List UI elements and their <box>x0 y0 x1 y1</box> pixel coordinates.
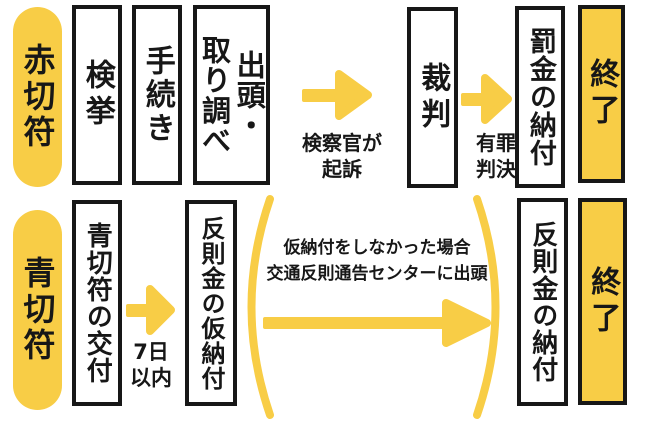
step-trial-label: 裁判 <box>415 61 451 134</box>
step-procedure-label: 手続き <box>139 44 175 146</box>
prosecution-caption: 検察官が 起訴 <box>302 131 382 182</box>
step-fine-payment-label: 罰金の納付 <box>524 26 556 168</box>
step-penalty-payment-box: 反則金の納付 <box>517 198 568 406</box>
step-fine-payment-box: 罰金の納付 <box>515 6 565 188</box>
red-ticket-label-pill: 赤切符 <box>13 7 62 187</box>
step-procedure-box: 手続き <box>132 5 182 185</box>
blue-end-label: 終了 <box>585 265 621 338</box>
red-end-box: 終了 <box>578 5 625 183</box>
bracket-right-icon <box>473 195 500 419</box>
step-arrest-box: 検挙 <box>72 5 122 185</box>
step-trial-box: 裁判 <box>407 7 458 188</box>
bracket-left-icon <box>247 195 274 419</box>
blue-ticket-label-pill: 青切符 <box>13 210 62 410</box>
seven-days-arrow-icon <box>126 285 175 335</box>
guilty-verdict-caption: 有罪 判決 <box>476 131 516 182</box>
seven-days-caption: 7日 以内 <box>130 340 172 390</box>
prosecution-arrow-icon <box>302 70 372 120</box>
non-payment-note: 仮納付をしなかった場合 交通反則通告センターに出頭 <box>266 238 488 284</box>
red-end-label: 終了 <box>584 58 620 130</box>
non-payment-arrow-icon <box>263 299 491 347</box>
verdict-arrow-icon <box>461 74 512 124</box>
step-appearance-interrogation-box: 出頭・ 取り調べ <box>193 5 270 185</box>
step-blue-ticket-issued-box: 青切符の交付 <box>72 200 122 406</box>
step-provisional-payment-box: 反則金の仮納付 <box>185 200 237 406</box>
red-ticket-label: 赤切符 <box>18 43 57 151</box>
step-penalty-payment-label: 反則金の納付 <box>527 220 558 384</box>
blue-end-box: 終了 <box>578 198 627 405</box>
step-appearance-interrogation-label: 出頭・ 取り調べ <box>197 34 267 156</box>
step-provisional-payment-label: 反則金の仮納付 <box>197 215 225 391</box>
blue-ticket-label: 青切符 <box>18 256 57 364</box>
step-blue-ticket-issued-label: 青切符の交付 <box>82 221 113 385</box>
step-arrest-label: 検挙 <box>79 59 115 131</box>
